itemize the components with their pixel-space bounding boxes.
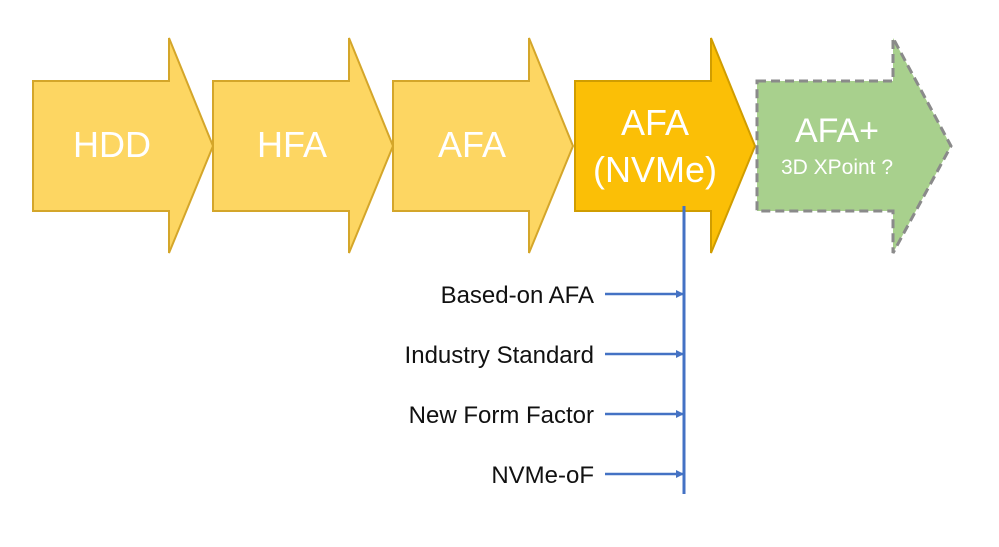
stage-label-hfa: HFA xyxy=(257,124,327,165)
stage-arrow-hfa: HFA xyxy=(212,37,395,254)
stage-arrow-afa-nvme-shape xyxy=(574,37,757,254)
stage-label-afa-nvme: AFA xyxy=(621,102,689,143)
feature-list: Based-on AFA Industry Standard New Form … xyxy=(405,282,684,489)
stage-sublabel-3d-xpoint: 3D XPoint ? xyxy=(781,156,893,179)
stage-arrow-afa-plus: AFA+ 3D XPoint ? xyxy=(755,37,953,254)
feature-label-nvme-of: NVMe-oF xyxy=(491,462,594,489)
feature-row-based-on-afa: Based-on AFA xyxy=(441,282,684,309)
feature-row-new-form-factor: New Form Factor xyxy=(409,402,684,429)
stage-label-afa: AFA xyxy=(438,124,506,165)
stage-arrow-afa-plus-shape xyxy=(755,37,953,254)
stage-sublabel-nvme: (NVMe) xyxy=(593,149,717,190)
feature-row-nvme-of: NVMe-oF xyxy=(491,462,684,489)
feature-label-based-on-afa: Based-on AFA xyxy=(441,282,594,309)
stage-arrow-hfa-shape xyxy=(212,37,395,254)
stage-arrow-hdd: HDD xyxy=(32,37,215,254)
feature-label-industry-standard: Industry Standard xyxy=(405,342,594,369)
stage-arrow-afa-shape xyxy=(392,37,575,254)
stage-arrow-afa-nvme: AFA (NVMe) xyxy=(574,37,757,254)
feature-label-new-form-factor: New Form Factor xyxy=(409,402,594,429)
stage-arrow-afa: AFA xyxy=(392,37,575,254)
stage-arrows: HDD HFA AFA AFA (NVMe) AFA+ xyxy=(32,37,953,254)
stage-arrow-hdd-shape xyxy=(32,37,215,254)
feature-row-industry-standard: Industry Standard xyxy=(405,342,684,369)
stage-label-afa-plus: AFA+ xyxy=(795,112,879,150)
stage-label-hdd: HDD xyxy=(73,124,151,165)
